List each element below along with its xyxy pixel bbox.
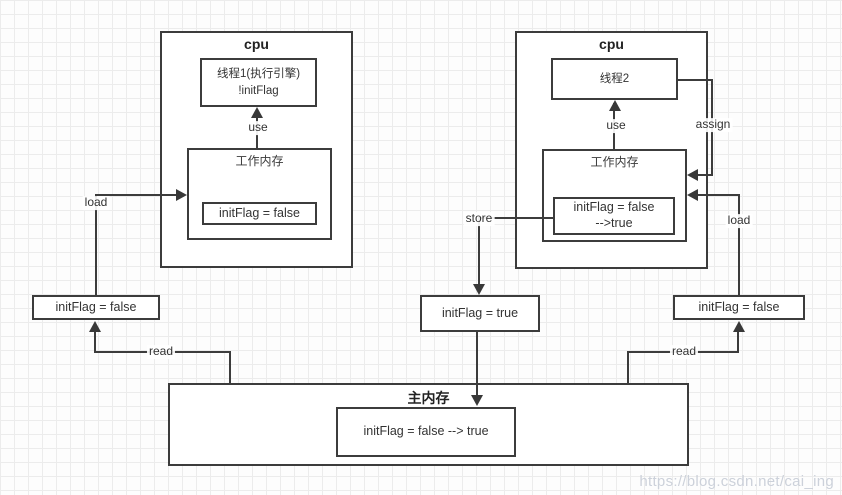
load-right-arrowhead-icon (687, 189, 698, 201)
right-working-memory-title: 工作内存 (590, 155, 639, 169)
left-working-memory-box: 工作内存 initFlag = false (187, 148, 332, 240)
right-working-memory-value-box: initFlag = false -->true (553, 197, 675, 235)
right-working-memory-box: 工作内存 initFlag = false -->true (542, 149, 687, 242)
right-cpu-box: cpu 线程2 工作内存 initFlag = false -->true (515, 31, 708, 269)
center-buffer-box: initFlag = true (420, 295, 540, 332)
store-arrowhead-icon (473, 284, 485, 295)
use-left-label: use (246, 120, 270, 135)
left-buffer-box: initFlag = false (32, 295, 160, 320)
left-working-memory-title: 工作内存 (235, 154, 284, 168)
read-right-arrowhead-icon (733, 321, 745, 332)
thread1-expression: !initFlag (238, 84, 279, 97)
load-left-arrow-line-horizontal (95, 194, 177, 196)
read-right-arrow-line-down (627, 351, 629, 384)
load-left-arrowhead-icon (176, 189, 187, 201)
main-memory-value-box: initFlag = false --> true (336, 407, 516, 457)
left-working-memory-value: initFlag = false (219, 205, 300, 220)
main-memory-box: 主内存 initFlag = false --> true (168, 383, 689, 466)
use-right-label: use (604, 118, 628, 133)
read-left-arrow-line-up (94, 329, 96, 353)
assign-arrow-line-top (678, 79, 713, 81)
read-left-arrowhead-icon (89, 321, 101, 332)
left-cpu-title: cpu (244, 36, 269, 52)
thread1-box: 线程1(执行引擎) !initFlag (200, 58, 317, 107)
thread1-label: 线程1(执行引擎) (216, 68, 301, 81)
right-cpu-title: cpu (599, 36, 624, 52)
load-left-label: load (82, 195, 110, 210)
write-arrow-line (476, 331, 478, 396)
assign-arrow-line-bottom (697, 174, 713, 176)
center-buffer-value: initFlag = true (441, 305, 519, 320)
read-left-arrow-line-down (229, 351, 231, 384)
use-right-arrowhead-icon (609, 100, 621, 111)
left-buffer-value: initFlag = false (55, 299, 137, 314)
read-left-label: read (146, 344, 176, 359)
store-arrow-line-vertical (478, 217, 480, 284)
thread2-label: 线程2 (599, 72, 630, 85)
assign-arrowhead-icon (687, 169, 698, 181)
right-buffer-value: initFlag = false (698, 299, 780, 314)
right-buffer-box: initFlag = false (673, 295, 805, 320)
write-arrowhead-icon (471, 395, 483, 406)
right-working-memory-value-line1: initFlag = false (573, 200, 655, 215)
thread2-box: 线程2 (551, 58, 678, 100)
read-right-arrow-line-up (737, 329, 739, 353)
load-right-label: load (725, 213, 753, 228)
main-memory-value: initFlag = false --> true (363, 424, 489, 439)
right-working-memory-value-line2: -->true (595, 216, 633, 230)
read-right-label: read (669, 344, 699, 359)
load-right-arrow-line-horizontal (697, 194, 740, 196)
store-arrow-line-horizontal (479, 217, 554, 219)
main-memory-title: 主内存 (407, 390, 450, 406)
assign-label: assign (693, 117, 733, 132)
left-working-memory-value-box: initFlag = false (202, 202, 317, 225)
store-label: store (463, 211, 495, 226)
load-right-arrow-line-vertical (738, 194, 740, 296)
load-left-arrow-line-vertical (95, 194, 97, 296)
use-left-arrowhead-icon (251, 107, 263, 118)
watermark-url: https://blog.csdn.net/cai_ing (639, 473, 834, 490)
left-cpu-box: cpu 线程1(执行引擎) !initFlag 工作内存 initFlag = … (160, 31, 353, 268)
